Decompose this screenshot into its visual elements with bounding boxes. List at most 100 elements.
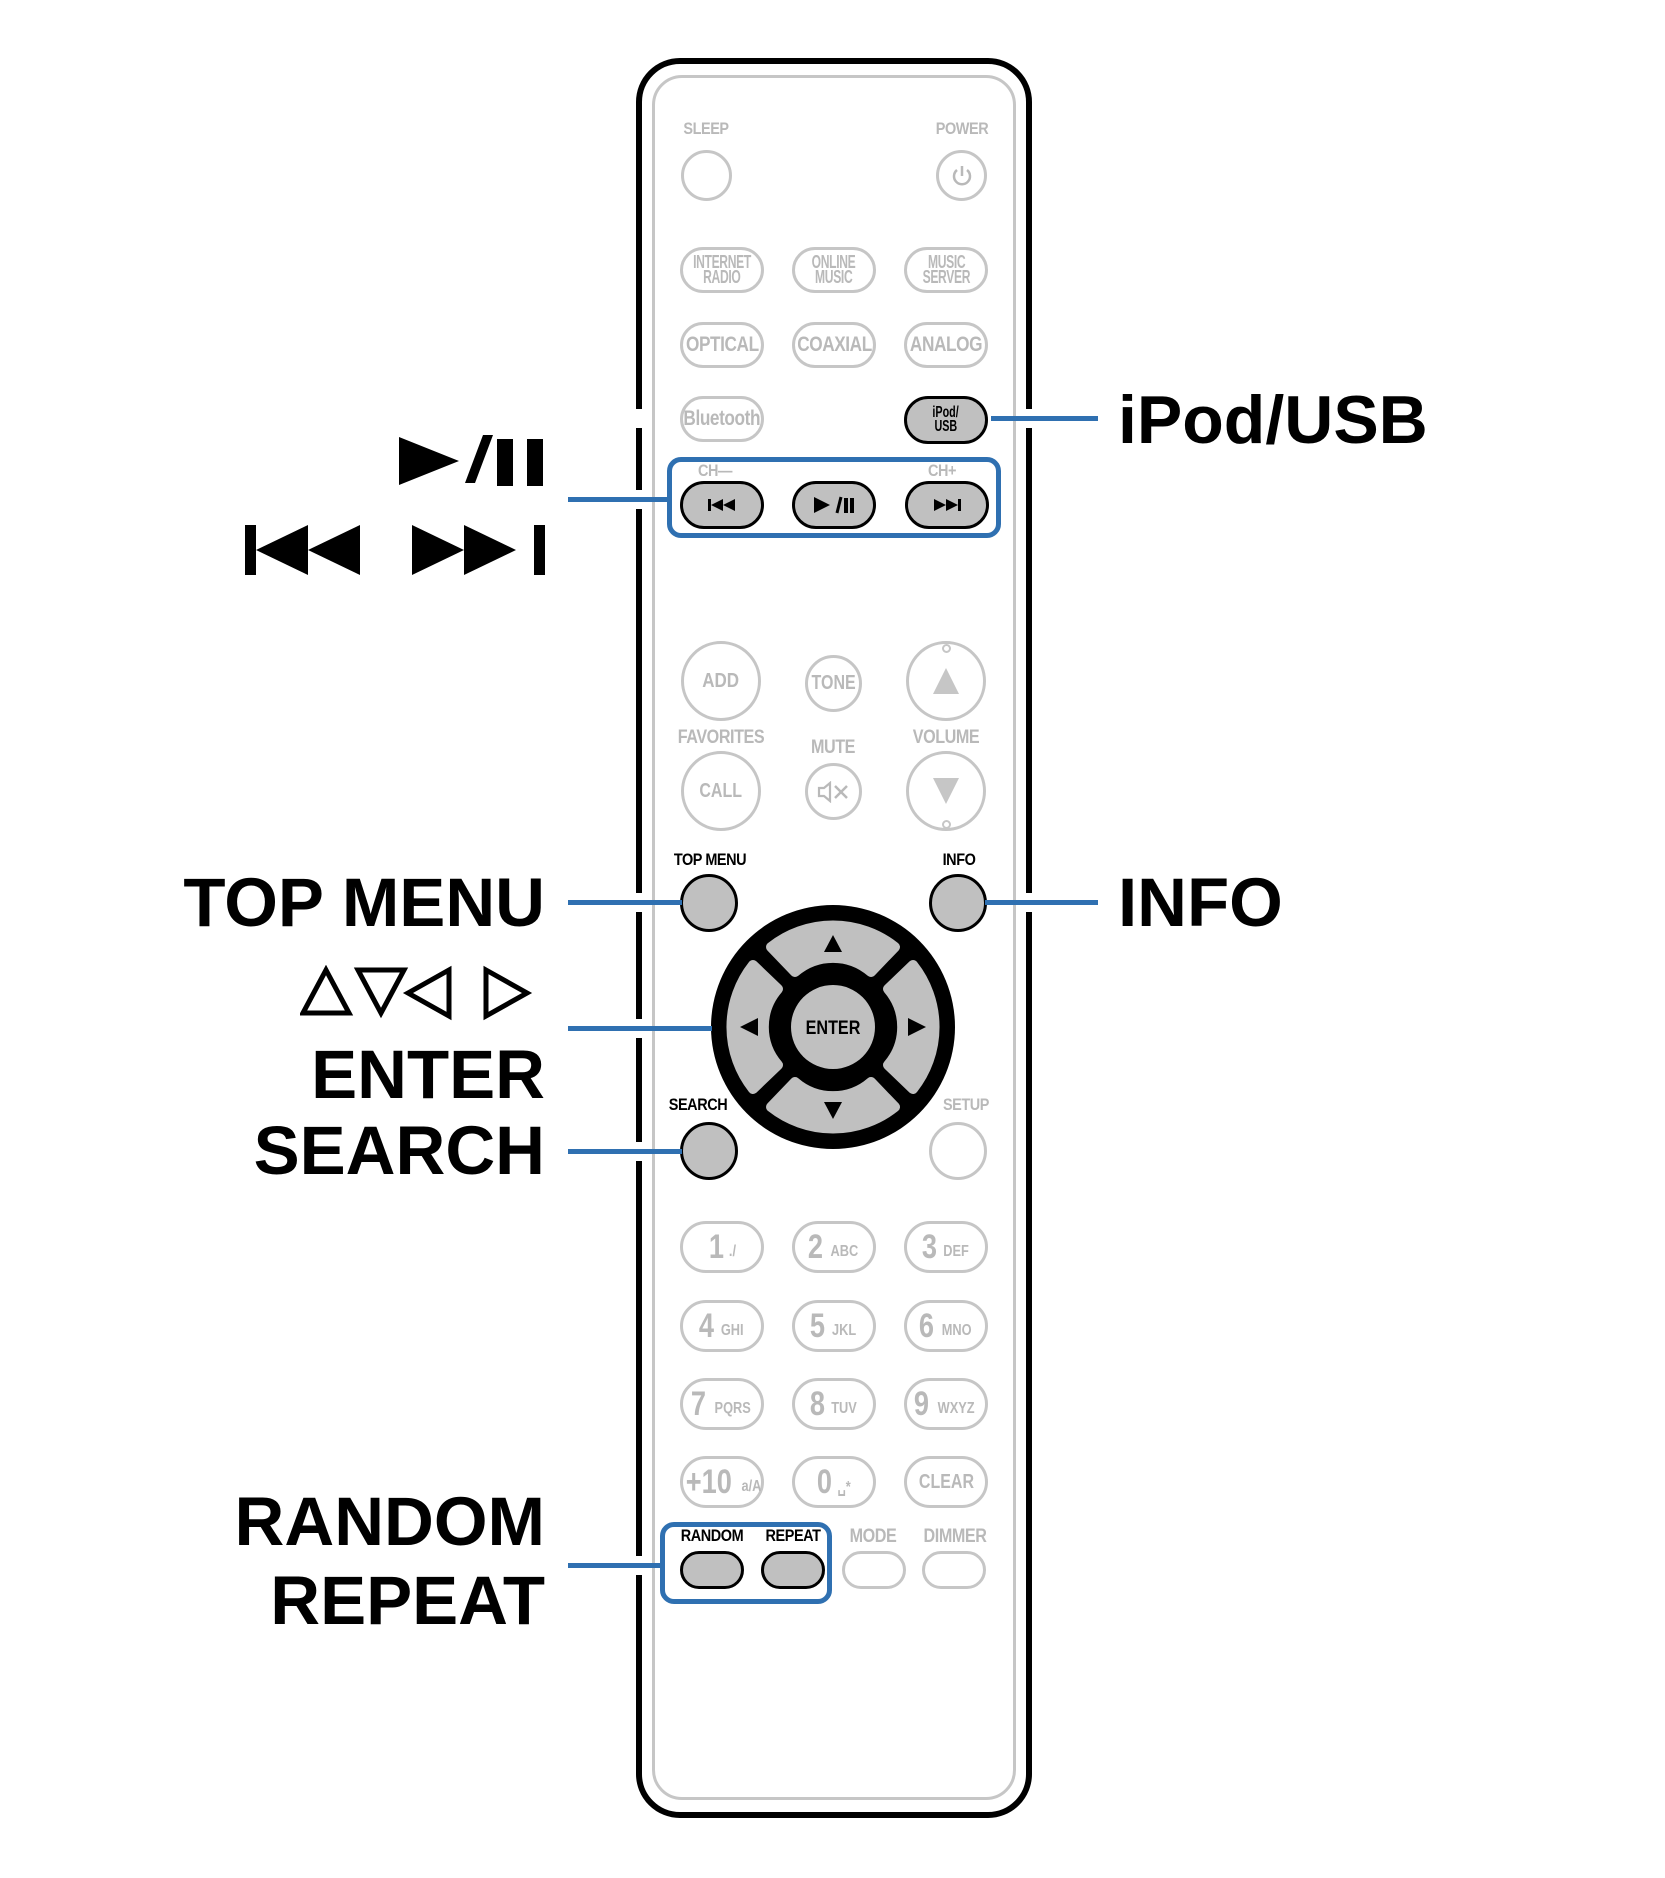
arrow-down-icon [824,1102,842,1119]
arrow-up-icon [824,935,842,952]
numpad-key-digit: 5 [810,1306,826,1345]
numpad-key[interactable]: 9 WXYZ [904,1378,988,1430]
volume-down-button[interactable] [906,751,986,831]
numpad-key-digit: 4 [699,1306,715,1345]
add-favorites-button[interactable]: ADD [681,641,761,721]
online-music-label-line1: ONLINE [812,251,856,272]
sleep-label: SLEEP [683,119,729,138]
tone-label: TONE [811,672,856,694]
play-pause-icon [399,435,543,486]
callout-ipod-usb: iPod/USB [1118,382,1428,458]
numpad-key-letters: CLEAR [918,1470,974,1493]
online-music-label-line2: MUSIC [815,267,853,287]
numpad-key-digit: 8 [809,1384,825,1423]
top-menu-label: TOP MENU [673,850,747,869]
ipod-usb-button[interactable]: iPod/USB [904,396,988,444]
dpad-right-button[interactable] [883,960,940,1094]
cursor-arrows-icon [298,964,533,1021]
callout-top-menu: TOP MENU [183,864,545,941]
random-label: RANDOM [680,1526,744,1545]
analog-label: ANALOG [909,333,983,357]
triangle-up-icon [933,668,959,694]
numpad-key-letters: JKL [832,1322,857,1339]
tone-button[interactable]: TONE [805,655,862,712]
search-button[interactable] [680,1122,738,1180]
info-label: INFO [942,850,976,869]
callout-random: RANDOM [234,1483,545,1560]
setup-label: SETUP [942,1095,990,1114]
numpad-key-digit: 9 [914,1384,930,1423]
dimmer-button[interactable] [922,1551,986,1589]
call-favorites-button[interactable]: CALL [681,751,761,831]
skip-forward-icon [934,499,961,511]
enter-leader-line [568,1026,712,1031]
top-menu-button[interactable] [680,874,738,932]
numpad-key-letters: ABC [830,1243,859,1260]
next-track-button[interactable] [905,481,989,529]
callout-info: INFO [1118,864,1283,941]
ipod-usb-leader-line-outer [1000,416,1098,421]
numpad-key[interactable]: 5 JKL [792,1300,876,1352]
setup-button[interactable] [929,1122,987,1180]
volume-up-button[interactable] [906,641,986,721]
numpad-key[interactable]: CLEAR [904,1456,988,1508]
triangle-down-icon [933,778,959,804]
internet-radio-label-line2: RADIO [703,267,741,287]
coaxial-button[interactable]: COAXIAL [792,322,876,368]
directional-pad: ENTER [711,905,955,1149]
internet-radio-label-line1: INTERNET [693,251,751,272]
power-icon [952,165,971,185]
mute-speaker-icon [817,780,848,803]
sleep-button[interactable] [681,150,732,201]
transport-highlight-box [667,457,1001,538]
volume-label: VOLUME [912,727,980,748]
numpad-key-digit: 3 [921,1227,937,1266]
callout-play-pause [397,428,545,498]
mute-label: MUTE [810,737,856,758]
numpad-key-letters: WXYZ [937,1400,975,1417]
numpad-key[interactable]: 1./ [680,1221,764,1273]
music-server-label-line2: SERVER [922,267,970,287]
numpad-key-digit: 6 [918,1306,934,1345]
previous-track-button[interactable] [680,481,764,529]
mute-button[interactable] [805,763,862,820]
bluetooth-label: Bluetooth [683,407,761,431]
play-pause-button[interactable] [792,481,876,529]
bluetooth-button[interactable]: Bluetooth [680,396,764,442]
transport-leader-line [568,497,668,502]
numpad-key-letters: TUV [831,1400,858,1417]
random-button[interactable] [680,1551,744,1589]
numpad-key-digit: 0 [817,1462,833,1501]
ch-plus-label: CH+ [927,461,957,480]
dpad-up-button[interactable] [766,920,900,977]
numpad-key-digit: 7 [690,1384,706,1423]
numpad-key[interactable]: 0␣* [792,1456,876,1508]
numpad-key[interactable]: 8 TUV [792,1378,876,1430]
callout-search: SEARCH [253,1112,545,1189]
mode-button[interactable] [842,1551,906,1589]
numpad-key-letters: ./ [728,1243,737,1260]
power-label: POWER [935,119,989,138]
repeat-label: REPEAT [765,1526,821,1545]
analog-button[interactable]: ANALOG [904,322,988,368]
enter-button[interactable] [791,985,875,1069]
power-button[interactable] [936,150,987,201]
dpad-left-button[interactable] [726,960,783,1094]
coaxial-label: COAXIAL [796,333,872,357]
callout-arrows [298,962,545,1032]
arrow-left-icon [740,1018,758,1036]
arrow-right-icon [908,1018,926,1036]
random-repeat-highlight-box [660,1522,832,1604]
repeat-button[interactable] [761,1551,825,1589]
optical-button[interactable]: OPTICAL [680,322,764,368]
dpad-down-button[interactable] [766,1077,900,1134]
